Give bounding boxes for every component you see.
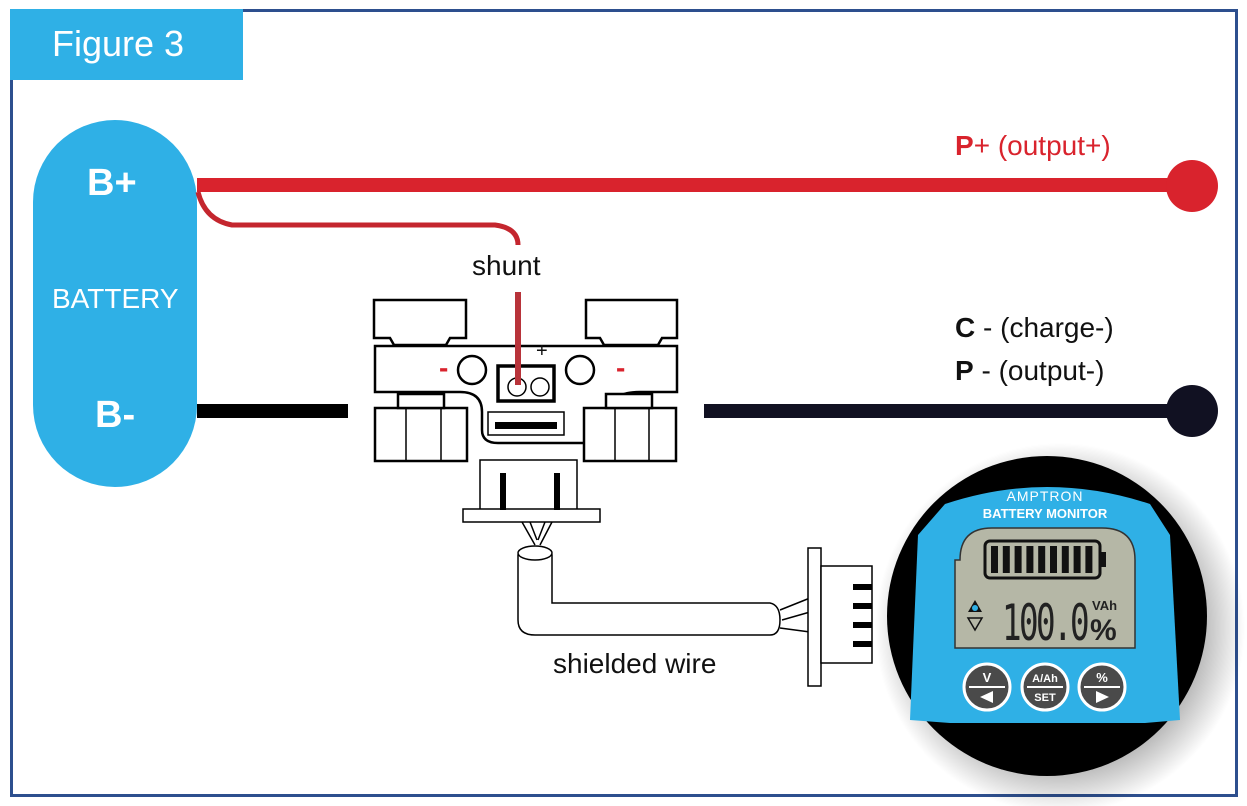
negative-output-terminal[interactable]: [1166, 385, 1218, 437]
shielded-wire-label: shielded wire: [553, 648, 717, 679]
shunt-pin: [500, 473, 506, 510]
percent-button-label: %: [1096, 670, 1108, 685]
lcd-unit-vah: VAh: [1092, 598, 1117, 613]
ah-button-label: A/Ah: [1032, 673, 1058, 685]
shunt-minus-left: -: [439, 352, 449, 383]
percent-right-button[interactable]: %: [1077, 662, 1127, 712]
battery-positive-label: B+: [87, 162, 137, 204]
shunt-label: shunt: [472, 250, 541, 281]
connector-pin: [853, 603, 872, 609]
positive-output-label: P+ (output+): [955, 130, 1111, 162]
lcd-battery-bar: [1038, 546, 1046, 573]
connector-pin: [853, 622, 872, 628]
left-arrow-icon: [980, 691, 993, 703]
figure-title: Figure 3: [52, 23, 185, 64]
lcd-value: 100.0: [1002, 594, 1088, 652]
shunt-sense-wire: [195, 191, 521, 246]
shunt-slot: [495, 422, 557, 429]
connector-pin: [853, 641, 872, 647]
shunt: [372, 298, 679, 523]
positive-output-label-rest: + (output+): [973, 130, 1111, 161]
output-negative-label-rest: - (output-): [973, 355, 1105, 386]
plus-indicator: [972, 605, 978, 611]
charge-negative-label-rest: - (charge-): [975, 312, 1114, 343]
lcd-unit-percent: %: [1090, 614, 1117, 647]
shielded-wire: [517, 521, 873, 687]
shunt-minus-right: -: [616, 352, 626, 383]
shunt-plus-mark: +: [536, 340, 548, 362]
positive-output-terminal[interactable]: [1166, 160, 1218, 212]
lcd-battery-bar: [1026, 546, 1034, 573]
lcd-battery-bar: [1050, 546, 1057, 573]
shunt-pin: [554, 473, 560, 510]
set-button-label: SET: [1034, 692, 1056, 704]
right-arrow-icon: [1096, 691, 1109, 703]
lcd-battery-bar: [1002, 546, 1010, 573]
output-negative-label: P - (output-): [955, 355, 1104, 387]
figure-title-tab: Figure 3: [10, 9, 243, 80]
lcd-battery-tip: [1100, 552, 1106, 567]
battery-body: [33, 120, 197, 487]
battery-name-label: BATTERY: [52, 283, 179, 314]
lcd-battery-bar: [991, 546, 998, 573]
output-negative-label-bold: P: [955, 355, 974, 386]
decrement-indicator-icon: [966, 617, 984, 632]
lcd-battery-bar: [1014, 546, 1022, 573]
v-left-button[interactable]: V: [962, 662, 1012, 712]
v-button-label: V: [983, 670, 992, 685]
figure-frame: [10, 9, 1238, 797]
lcd-battery-bar: [1073, 546, 1081, 573]
charge-negative-label: C - (charge-): [955, 312, 1114, 344]
connector-pin: [853, 584, 872, 590]
lcd-battery-bar: [1085, 546, 1093, 573]
ah-set-button[interactable]: A/Ah SET: [1020, 662, 1070, 712]
battery-negative-label: B-: [95, 394, 136, 436]
monitor-brand: AMPTRON: [1007, 488, 1084, 504]
lcd-battery-bars: [991, 546, 1093, 573]
lcd-battery-bar: [1061, 546, 1069, 573]
charge-negative-label-bold: C: [955, 312, 976, 343]
monitor-subtitle: BATTERY MONITOR: [983, 506, 1108, 521]
positive-output-label-bold: P: [955, 130, 974, 161]
